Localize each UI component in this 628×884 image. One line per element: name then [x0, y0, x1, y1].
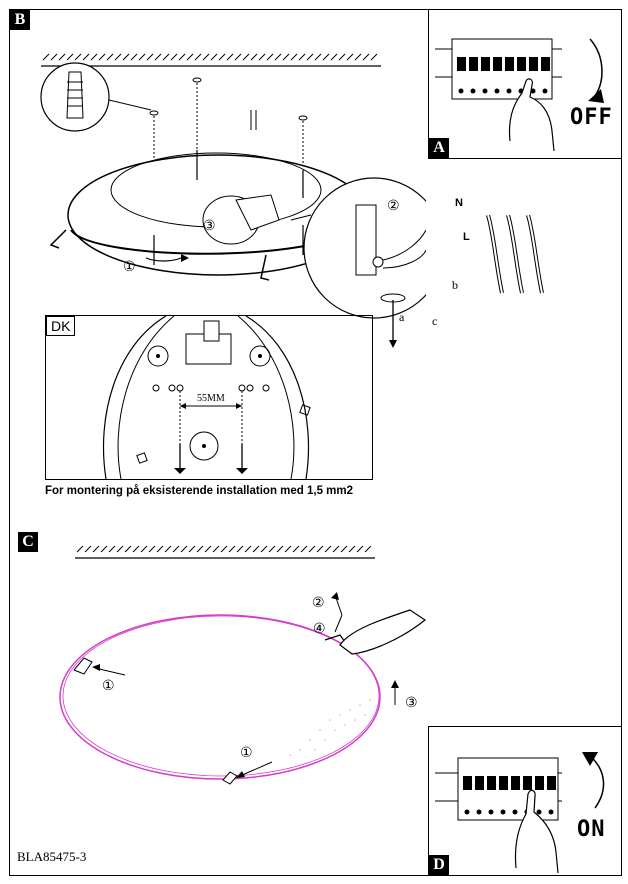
panel-a	[428, 9, 622, 159]
dimension-label: 55MM	[197, 393, 225, 404]
breaker-on-illustration	[435, 752, 605, 873]
callout-1-left: ①	[102, 679, 115, 694]
dk-base-plate-diagram	[102, 316, 311, 479]
supply-wires	[486, 215, 544, 294]
tool-label-c: c	[432, 314, 438, 328]
callout-2-cover: ②	[312, 596, 325, 611]
callout-1-bottom: ①	[240, 746, 253, 761]
callout-4-cover: ④	[313, 622, 326, 637]
tool-label-b: b	[452, 278, 458, 292]
step-b-badge: B	[10, 10, 30, 30]
tool-label-a: a	[399, 310, 405, 324]
mounting-illustration: ① ③ ②	[40, 53, 426, 348]
off-label: OFF	[570, 105, 613, 130]
document-code: BLA85475-3	[17, 849, 87, 864]
installation-caption: For montering på eksisterende installati…	[45, 485, 354, 497]
cover-attachment-illustration: ① ① ② ④ ③	[59, 545, 427, 785]
callout-3-mount: ③	[203, 219, 216, 234]
callout-3-cover: ③	[405, 696, 418, 711]
step-a-badge: A	[429, 138, 449, 158]
dk-label: DK	[46, 316, 76, 336]
sheet-frame	[9, 9, 622, 876]
callout-1-mount: ①	[123, 260, 136, 275]
on-label: ON	[577, 817, 606, 842]
step-c-badge: C	[18, 532, 38, 552]
dk-panel	[45, 315, 373, 480]
panel-d	[428, 726, 622, 876]
callout-2-wiring: ②	[387, 199, 400, 214]
wire-label-l: L	[463, 231, 470, 243]
step-d-badge: D	[429, 855, 449, 875]
breaker-off-illustration	[435, 38, 604, 152]
wire-label-n: N	[455, 197, 463, 209]
